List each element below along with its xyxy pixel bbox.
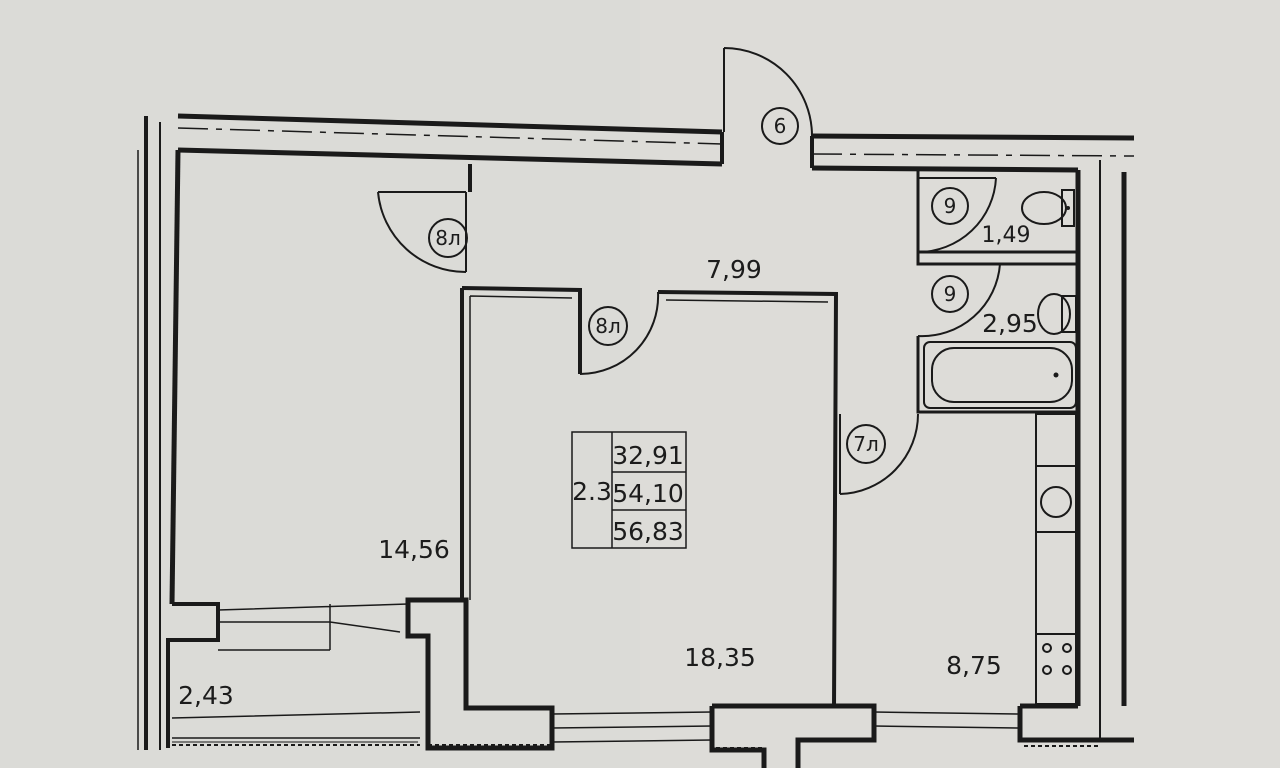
door-mark-kitchen-label: 7л	[853, 432, 879, 456]
bathroom-door-swing	[917, 263, 1001, 338]
room-area-labels: 7,99 1,49 2,95 14,56 18,35 8,75 2,43	[178, 223, 1038, 710]
door-mark-toilet-label: 9	[944, 194, 957, 218]
top-wall-inner-left	[177, 147, 723, 167]
entrance-jambs	[720, 132, 814, 168]
door-mark-bathroom-label: 9	[944, 282, 957, 306]
kitchen-area: 8,75	[946, 651, 1002, 680]
balcony-rail	[171, 711, 421, 739]
top-wall-axis-right	[811, 153, 1135, 157]
window-center-left	[551, 711, 713, 743]
window-center-right	[873, 711, 1021, 729]
bottom-pier-left	[405, 597, 555, 751]
bathroom-area: 2,95	[982, 309, 1038, 338]
apartment-summary-table: 2.3 32,91 54,10 56,83	[571, 431, 687, 549]
entrance-door-swing	[723, 47, 813, 137]
door-mark-hall-left: 8л	[428, 218, 468, 258]
left-room-wall-inner	[169, 149, 181, 605]
kitchen-counter	[1035, 413, 1077, 705]
balcony-door-lines	[217, 603, 409, 651]
top-wall-outer-right	[811, 133, 1135, 141]
stove-fixture	[1042, 643, 1072, 675]
center-room-top-left	[461, 286, 582, 374]
hall-area: 7,99	[706, 255, 762, 284]
door-mark-kitchen: 7л	[846, 424, 886, 464]
hatched-wall	[172, 640, 431, 746]
balcony-area: 2,43	[178, 681, 234, 710]
fixtures	[923, 189, 1077, 705]
room-left-area: 14,56	[378, 535, 450, 564]
paper-shade	[0, 0, 640, 768]
bathroom-partition	[916, 336, 1078, 414]
kitchen-sink-fixture	[1040, 486, 1072, 518]
outer-walls	[137, 113, 1135, 768]
door-mark-hall-left-label: 8л	[435, 226, 461, 250]
door-mark-toilet: 9	[931, 187, 969, 225]
total-area-value: 54,10	[612, 479, 684, 508]
top-wall-inner-right	[811, 165, 1079, 173]
center-room-inner-lines	[469, 295, 829, 600]
living-area-value: 32,91	[612, 441, 684, 470]
apartment-number: 2.3	[572, 477, 612, 506]
toilet-fixture	[1021, 189, 1075, 227]
toilet-door-swing	[917, 177, 997, 254]
total-area-with-balcony-value: 56,83	[612, 517, 684, 546]
door-mark-bathroom: 9	[931, 275, 969, 313]
hall-door-center-swing	[579, 291, 660, 376]
room-center-area: 18,35	[684, 643, 756, 672]
balcony	[171, 603, 421, 739]
top-wall-outer-left	[177, 113, 723, 135]
bottom-pier-center	[709, 703, 877, 768]
partitions	[460, 164, 1078, 709]
center-room-top-right	[657, 290, 839, 709]
bottom-pier-right	[1017, 703, 1134, 743]
door-mark-entrance: 6	[761, 107, 799, 145]
door-marks: 6 8л 8л 9 9 7л	[428, 107, 969, 464]
door-mark-hall-center-label: 8л	[595, 314, 621, 338]
top-wall-axis-left	[177, 127, 723, 145]
door-mark-hall-center: 8л	[588, 306, 628, 346]
door-mark-entrance-label: 6	[774, 114, 787, 138]
kitchen-door-swing	[839, 413, 919, 495]
balcony-left-wall	[166, 602, 220, 748]
toilet-area: 1,49	[982, 223, 1031, 248]
bathtub-fixture	[923, 341, 1077, 409]
sink-fixture	[1037, 293, 1077, 335]
